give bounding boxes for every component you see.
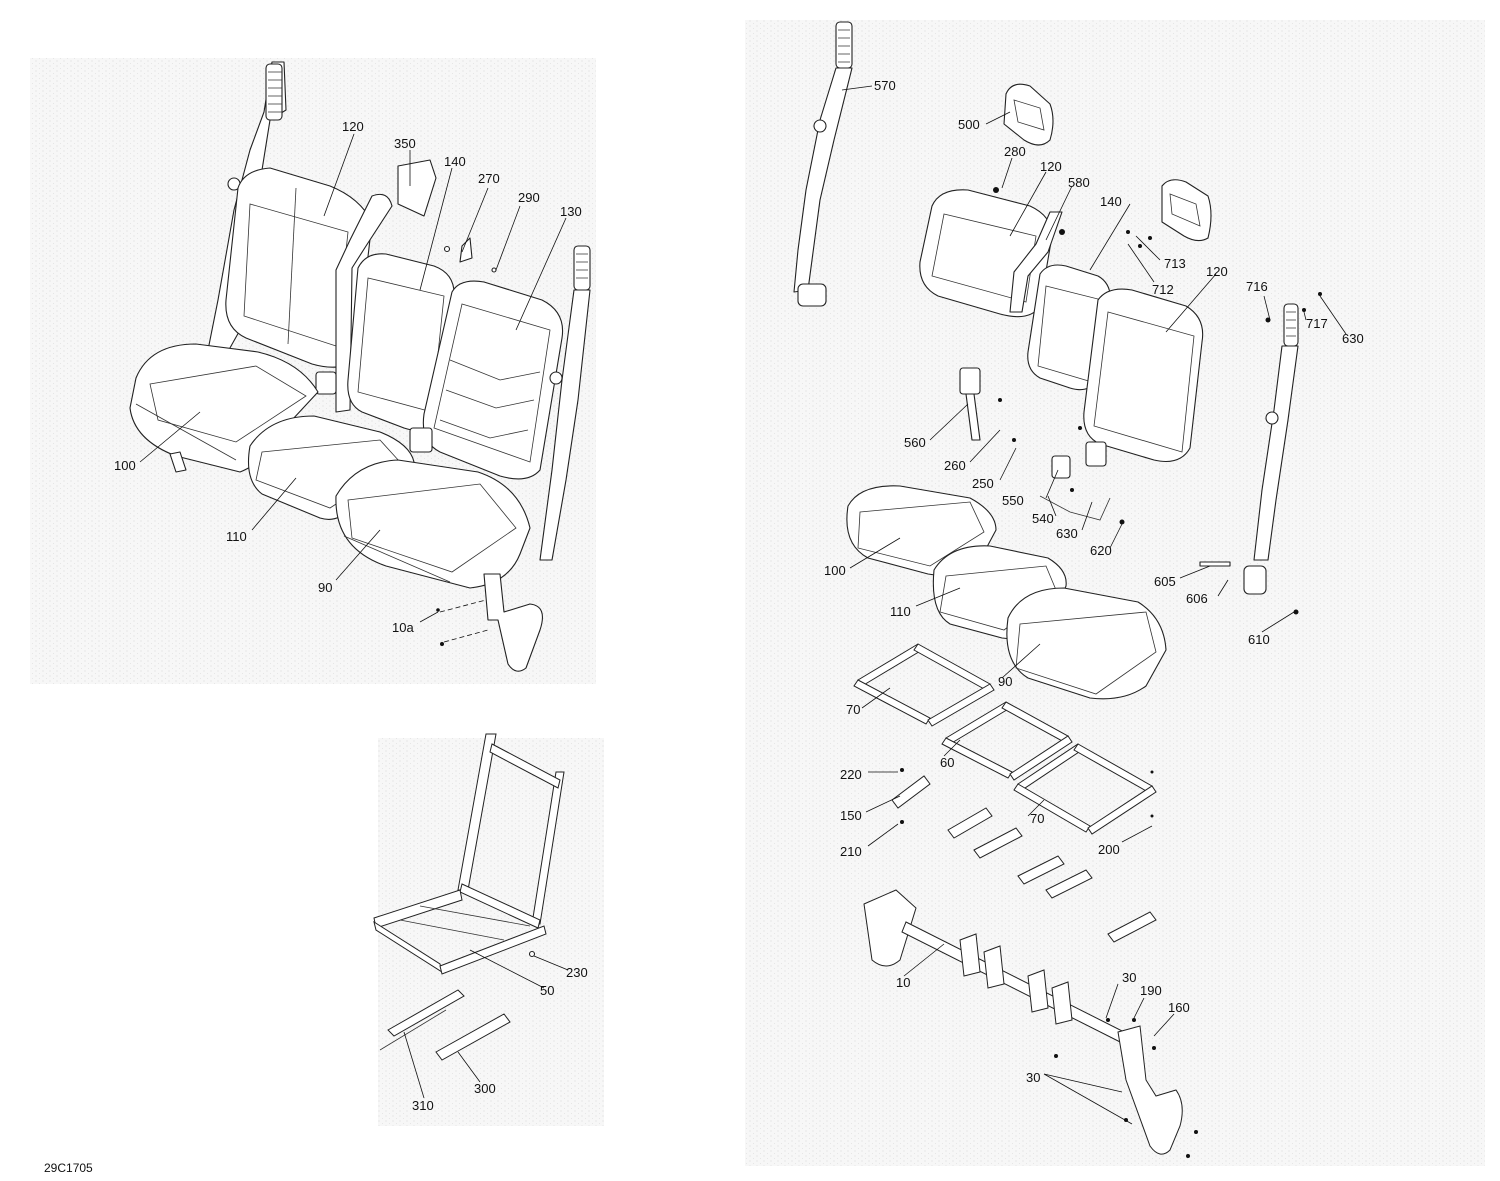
callout-90-cushion: 90	[998, 674, 1012, 689]
callout-200: 200	[1098, 842, 1120, 857]
callout-150: 150	[840, 808, 862, 823]
callout-130: 130	[560, 204, 582, 219]
leader-lines	[139, 85, 1347, 1125]
callout-630-top: 630	[1342, 331, 1364, 346]
callout-260: 260	[944, 458, 966, 473]
callout-70-rail-left: 70	[846, 702, 860, 717]
callout-610: 610	[1248, 632, 1270, 647]
callout-605: 605	[1154, 574, 1176, 589]
callout-270: 270	[478, 171, 500, 186]
callout-712: 712	[1152, 282, 1174, 297]
callout-540: 540	[1032, 511, 1054, 526]
callout-70-rail-right: 70	[1030, 811, 1044, 826]
callout-350: 350	[394, 136, 416, 151]
hardware-dots	[900, 187, 1322, 1158]
callout-10a: 10a	[392, 620, 414, 635]
panel-left-bottom	[378, 738, 604, 1126]
callout-90: 90	[318, 580, 332, 595]
exploded-view-illustration	[793, 21, 1299, 1155]
callout-140: 140	[444, 154, 466, 169]
callout-300: 300	[474, 1081, 496, 1096]
callout-717: 717	[1306, 316, 1328, 331]
callout-290: 290	[518, 190, 540, 205]
callout-210: 210	[840, 844, 862, 859]
callout-630-mid: 630	[1056, 526, 1078, 541]
panel-right	[745, 20, 1485, 1166]
callout-250: 250	[972, 476, 994, 491]
frame-illustration	[373, 733, 565, 1061]
callout-120-back-left: 120	[1040, 159, 1062, 174]
callout-100: 100	[114, 458, 136, 473]
callout-220: 220	[840, 767, 862, 782]
callout-160: 160	[1168, 1000, 1190, 1015]
callout-100-cushion: 100	[824, 563, 846, 578]
callout-120-back-right: 120	[1206, 264, 1228, 279]
figure-code: 29C1705	[44, 1161, 93, 1175]
callout-30-lower: 30	[1026, 1070, 1040, 1085]
callout-190: 190	[1140, 983, 1162, 998]
callout-280: 280	[1004, 144, 1026, 159]
callout-230: 230	[566, 965, 588, 980]
callout-60: 60	[940, 755, 954, 770]
callout-110-cushion: 110	[890, 604, 911, 619]
callout-560: 560	[904, 435, 926, 450]
callout-713: 713	[1164, 256, 1186, 271]
callout-110: 110	[226, 529, 247, 544]
callout-120: 120	[342, 119, 364, 134]
callout-570: 570	[874, 78, 896, 93]
callout-550: 550	[1002, 493, 1024, 508]
callout-580: 580	[1068, 175, 1090, 190]
callout-30-upper: 30	[1122, 970, 1136, 985]
assembled-seat-illustration	[129, 61, 591, 672]
callout-310: 310	[412, 1098, 434, 1113]
callout-620: 620	[1090, 543, 1112, 558]
callout-140-back-center: 140	[1100, 194, 1122, 209]
callout-labels: 100 110 90 120 350 140 270 290 130 10a 2…	[114, 78, 1364, 1113]
callout-606: 606	[1186, 591, 1208, 606]
callout-50: 50	[540, 983, 554, 998]
callout-10: 10	[896, 975, 910, 990]
callout-716: 716	[1246, 279, 1268, 294]
callout-500: 500	[958, 117, 980, 132]
